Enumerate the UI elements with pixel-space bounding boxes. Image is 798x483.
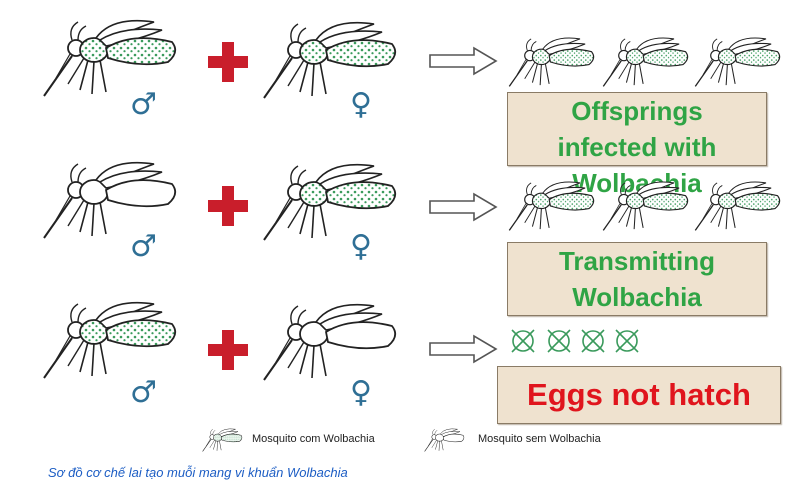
legend-uninfected-label: Mosquito sem Wolbachia bbox=[478, 433, 601, 445]
plus-icon bbox=[208, 330, 248, 370]
crossed-egg-icon bbox=[612, 326, 642, 356]
offspring-mosquito-infected bbox=[694, 36, 784, 88]
female-mosquito-infected bbox=[262, 162, 402, 242]
legend-infected-label: Mosquito com Wolbachia bbox=[252, 433, 375, 445]
offspring-mosquito-infected bbox=[508, 180, 598, 232]
male-symbol: ♂ bbox=[130, 378, 157, 408]
offspring-mosquito-infected bbox=[694, 180, 784, 232]
legend-infected-mosquito-icon bbox=[202, 428, 244, 452]
female-symbol: ♀ bbox=[350, 90, 372, 120]
result-label: Transmitting Wolbachia bbox=[508, 243, 766, 315]
arrow-right-icon bbox=[428, 192, 498, 222]
diagram-caption: Sơ đồ cơ chế lai tạo muỗi mang vi khuẩn … bbox=[48, 465, 348, 480]
result-label: Eggs not hatch bbox=[527, 377, 751, 412]
result-label-box: Transmitting Wolbachia bbox=[507, 242, 767, 316]
male-mosquito-uninfected bbox=[42, 160, 182, 240]
offspring-mosquito-infected bbox=[602, 180, 692, 232]
male-mosquito-infected bbox=[42, 300, 182, 380]
arrow-right-icon bbox=[428, 46, 498, 76]
female-mosquito-infected bbox=[262, 20, 402, 100]
crossed-egg-icon bbox=[578, 326, 608, 356]
plus-icon bbox=[208, 42, 248, 82]
legend-uninfected-mosquito-icon bbox=[424, 428, 466, 452]
male-symbol: ♂ bbox=[130, 90, 157, 120]
crossed-egg-icon bbox=[544, 326, 574, 356]
male-symbol: ♂ bbox=[130, 232, 157, 262]
offspring-mosquito-infected bbox=[508, 36, 598, 88]
result-label-box: Eggs not hatch bbox=[497, 366, 781, 424]
result-label-box: Offsprings infected with Wolbachia bbox=[507, 92, 767, 166]
male-mosquito-infected bbox=[42, 18, 182, 98]
arrow-right-icon bbox=[428, 334, 498, 364]
female-mosquito-uninfected bbox=[262, 302, 402, 382]
crossed-egg-icon bbox=[508, 326, 538, 356]
offspring-mosquito-infected bbox=[602, 36, 692, 88]
female-symbol: ♀ bbox=[350, 232, 372, 262]
female-symbol: ♀ bbox=[350, 378, 372, 408]
plus-icon bbox=[208, 186, 248, 226]
